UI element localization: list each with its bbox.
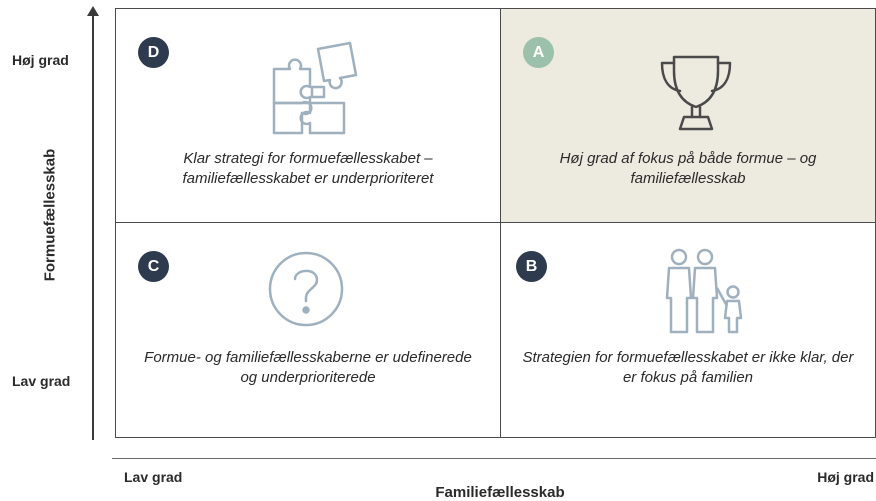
y-axis-title: Formuefællesskab bbox=[41, 148, 59, 282]
x-axis-low-label: Lav grad bbox=[124, 469, 183, 485]
puzzle-icon bbox=[272, 41, 358, 135]
quadrant-a-badge: A bbox=[523, 37, 554, 68]
quadrant-b-badge: B bbox=[516, 251, 547, 282]
quadrant-c-badge: C bbox=[138, 251, 169, 282]
matrix-grid: D Klar strategi for formuefællesskabet –… bbox=[115, 8, 876, 438]
question-icon bbox=[268, 251, 344, 327]
quadrant-d-badge: D bbox=[138, 37, 169, 68]
quadrant-a: A Høj grad af fokus på både formue – og … bbox=[501, 9, 875, 223]
quadrant-c: C Formue- og familiefællesskaberne er ud… bbox=[116, 223, 501, 437]
y-axis-line bbox=[92, 14, 94, 440]
x-axis-line bbox=[112, 458, 876, 459]
quadrant-a-text: Høj grad af fokus på både formue – og fa… bbox=[559, 150, 817, 187]
y-axis-arrow bbox=[87, 6, 99, 16]
y-axis-low-label: Lav grad bbox=[12, 373, 71, 389]
quadrant-b: B Strategien for formuefællesskabet er i… bbox=[501, 223, 875, 437]
quadrant-d: D Klar strategi for formuefællesskabet –… bbox=[116, 9, 501, 223]
quadrant-c-text: Formue- og familiefællesskaberne er udef… bbox=[144, 349, 472, 386]
trophy-icon bbox=[660, 55, 732, 131]
family-icon bbox=[665, 248, 743, 334]
x-axis-high-label: Høj grad bbox=[817, 469, 874, 485]
quadrant-b-text: Strategien for formuefællesskabet er ikk… bbox=[522, 349, 854, 386]
quadrant-d-text: Klar strategi for formuefællesskabet – f… bbox=[182, 150, 434, 187]
y-axis-high-label: Høj grad bbox=[12, 52, 69, 68]
x-axis-title: Familiefællesskab bbox=[435, 484, 565, 501]
